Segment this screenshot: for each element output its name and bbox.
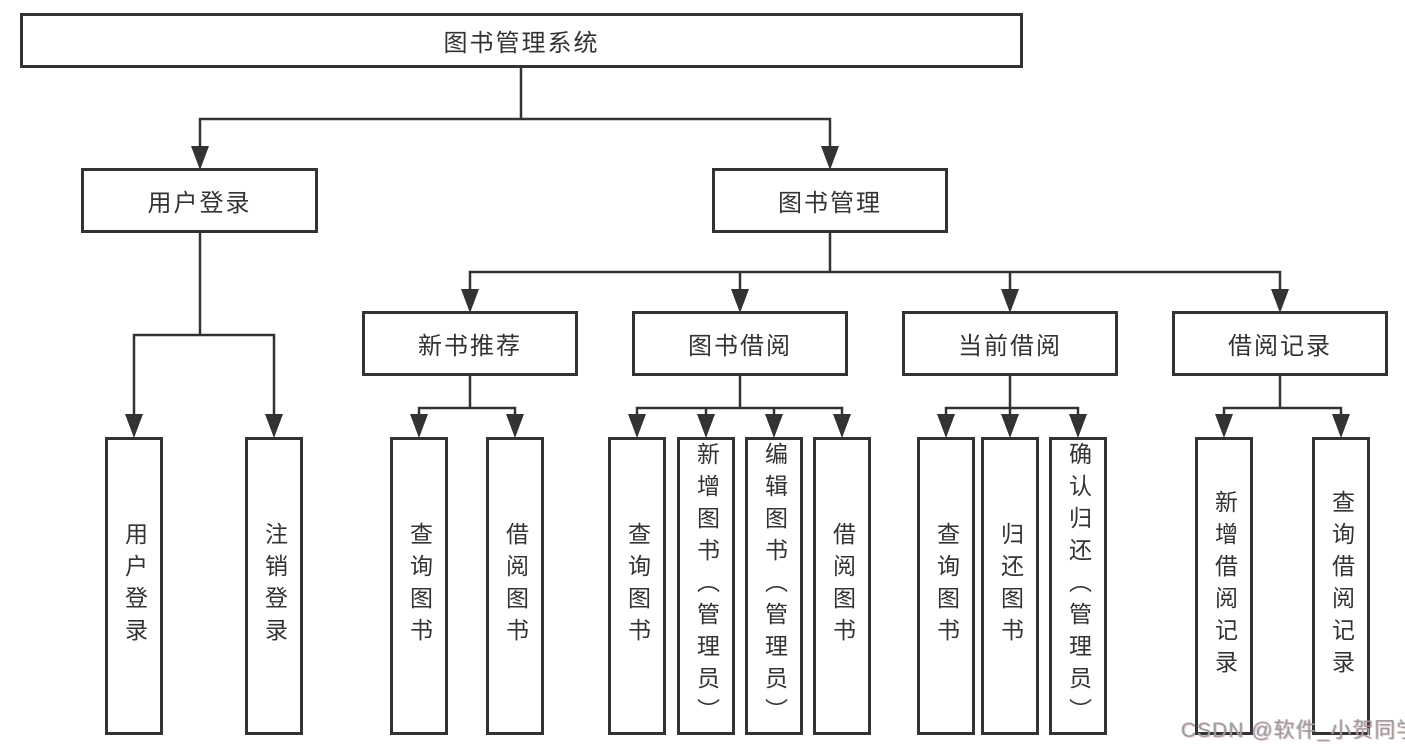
node-borrowing-records: 借阅记录	[1172, 311, 1388, 376]
node-new-book-recommendation: 新书推荐	[362, 311, 578, 376]
leaf-borrow-books-borrow: 借阅图书	[813, 437, 871, 735]
leaf-add-book-admin: 新增图书（管理员）	[677, 437, 735, 735]
leaf-query-books-current: 查询图书	[917, 437, 975, 735]
root-node-system-title: 图书管理系统	[20, 13, 1023, 68]
node-current-borrowing: 当前借阅	[902, 311, 1118, 376]
node-book-borrowing: 图书借阅	[632, 311, 848, 376]
leaf-user-login: 用户登录	[105, 437, 163, 735]
leaf-query-borrow-record: 查询借阅记录	[1312, 437, 1370, 735]
leaf-edit-book-admin: 编辑图书（管理员）	[745, 437, 803, 735]
leaf-confirm-return-admin: 确认归还（管理员）	[1049, 437, 1107, 735]
leaf-query-books-recommend: 查询图书	[390, 437, 448, 735]
node-book-management: 图书管理	[712, 168, 948, 233]
leaf-add-borrow-record: 新增借阅记录	[1195, 437, 1253, 735]
leaf-logout: 注销登录	[245, 437, 303, 735]
node-user-login: 用户登录	[81, 168, 318, 233]
csdn-watermark: CSDN @软件_小贺同学	[1181, 719, 1405, 742]
leaf-borrow-books-recommend: 借阅图书	[486, 437, 544, 735]
leaf-return-books: 归还图书	[981, 437, 1039, 735]
leaf-query-books-borrow: 查询图书	[608, 437, 666, 735]
